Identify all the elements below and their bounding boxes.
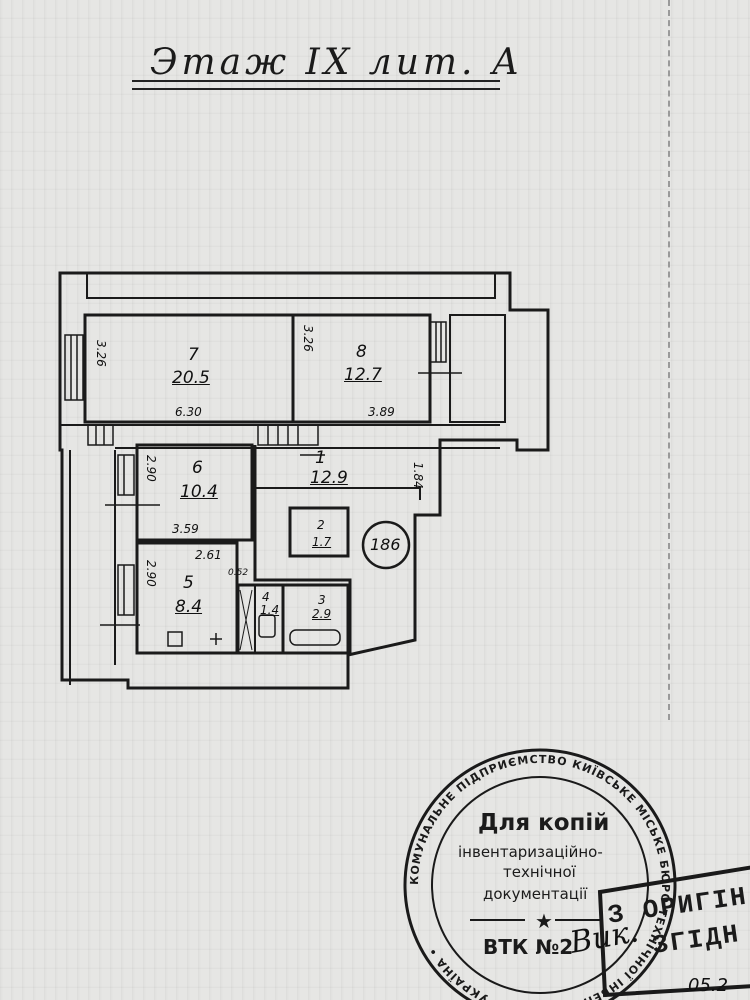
room-2-number: 2 [317, 518, 325, 532]
room-5-area: 8.4 [175, 597, 203, 617]
room-1-height: 1.84 [411, 462, 425, 489]
stamp-line-1: Для копій [478, 810, 610, 836]
fold-line [668, 0, 670, 720]
room-6-height: 2.90 [144, 455, 158, 482]
room-4-number: 4 [262, 590, 270, 604]
room-6-number: 6 [192, 458, 203, 478]
handwritten-date: 05.2 [688, 975, 729, 996]
window [429, 321, 447, 363]
room-8-number: 8 [356, 342, 367, 362]
room-6-width: 3.59 [172, 522, 199, 536]
window [117, 454, 135, 496]
room-1-area: 12.9 [310, 468, 348, 488]
room-8-area: 12.7 [344, 365, 382, 385]
room-5-height: 2.90 [144, 560, 158, 587]
svg-text:★: ★ [535, 909, 553, 933]
apartment-badge: 186 [370, 535, 401, 554]
room-3-area: 2.9 [312, 607, 332, 621]
room-1-number: 1 [315, 448, 326, 468]
window [117, 564, 135, 616]
room-6-area: 10.4 [180, 482, 218, 502]
outer-wall [58, 271, 550, 690]
room-2-area: 1.7 [312, 535, 332, 549]
room-5-extra: 0.52 [228, 568, 249, 578]
room-7-number: 7 [188, 345, 199, 365]
room-4-area: 1.4 [260, 603, 280, 617]
stove-fixture [167, 631, 183, 647]
box-stamp [597, 865, 750, 998]
stamp-dept: ВТК №2 [483, 935, 574, 959]
room-3-number: 3 [318, 593, 326, 607]
stamp-line-4: документації [483, 885, 588, 903]
room-2-walls [288, 506, 350, 558]
stamp-line-3: технічної [503, 863, 576, 881]
title-underline [132, 80, 500, 90]
apartment-badge-circle [361, 520, 411, 570]
room-7-8-walls [83, 313, 432, 424]
bathtub-fixture [289, 629, 341, 646]
window [64, 334, 84, 401]
room-7-width: 6.30 [175, 405, 202, 419]
room-5-number: 5 [183, 573, 194, 593]
toilet-fixture [258, 614, 276, 638]
room-7-area: 20.5 [172, 368, 210, 388]
page-title: Этаж IX лит. А [150, 42, 524, 83]
room-8-width: 3.89 [368, 405, 395, 419]
room-5-width: 2.61 [195, 548, 222, 562]
room-7-height: 3.26 [94, 340, 108, 367]
room-8-height: 3.26 [301, 325, 315, 352]
room-6-walls [135, 443, 254, 542]
stamp-line-2: інвентаризаційно- [458, 843, 603, 861]
